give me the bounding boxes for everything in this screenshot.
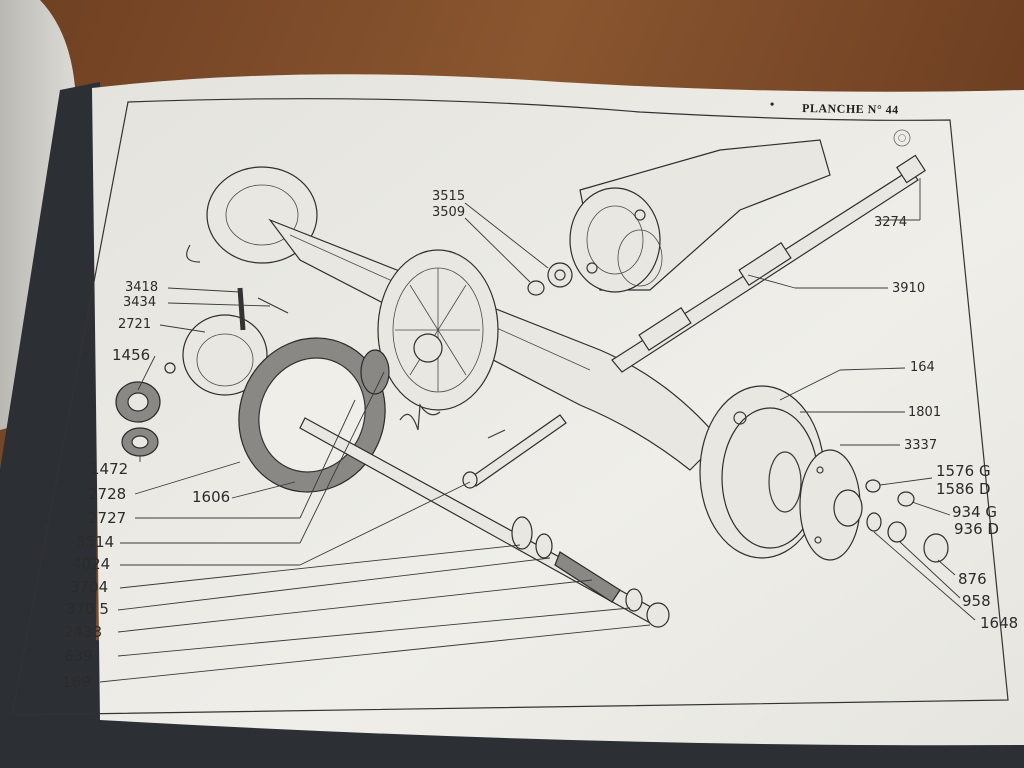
propeller-shaft [611, 154, 926, 373]
label-1472: 1472 [90, 460, 128, 478]
label-3274: 3274 [874, 215, 907, 230]
label-4024: 4024 [72, 555, 110, 573]
half-shaft [299, 417, 670, 628]
label-936: 936 D [954, 520, 999, 538]
differential-case [164, 287, 289, 396]
label-1576: 1576 G [936, 462, 991, 480]
label-2433: 2433 [64, 623, 102, 641]
pinion-shaft [462, 414, 567, 489]
torque-tube-housing [569, 139, 831, 293]
bearing-washer [527, 262, 573, 296]
label-2721: 2721 [118, 317, 151, 332]
label-1801: 1801 [908, 405, 941, 420]
label-3705: 370 5 [66, 600, 109, 618]
label-2728: 2728 [88, 485, 126, 503]
wheel-hub [799, 449, 863, 561]
hub-fasteners [865, 479, 949, 563]
draftsman-signature [399, 403, 441, 431]
spider-gears [115, 381, 161, 457]
label-639: 639 [64, 647, 93, 665]
label-958: 958 [962, 592, 991, 610]
label-1586: 1586 D [936, 480, 991, 498]
label-3418: 3418 [125, 280, 158, 295]
part-labels: 3418 3434 2721 1456 1472 2728 2727 1606 … [62, 189, 1018, 691]
label-1648: 1648 [980, 614, 1018, 632]
brake-drum [699, 385, 825, 559]
label-1606: 1606 [192, 488, 230, 506]
label-3910: 3910 [892, 281, 925, 296]
label-2727: 2727 [88, 509, 126, 527]
label-1456: 1456 [112, 346, 150, 364]
label-169: 169 [62, 673, 91, 691]
label-876: 876 [958, 570, 987, 588]
label-3515: 3515 [432, 189, 465, 204]
label-3509: 3509 [432, 205, 465, 220]
label-3434: 3434 [123, 295, 156, 310]
label-3704: 3704 [70, 578, 108, 596]
label-164: 164 [910, 360, 935, 375]
banjo-housing [377, 249, 499, 411]
plate-title: PLANCHE N° 44 [802, 101, 899, 117]
label-934: 934 G [952, 503, 997, 521]
seal-mark-icon [893, 129, 911, 147]
leader-lines [99, 178, 976, 683]
label-3337: 3337 [904, 438, 937, 453]
page-bullet: • [770, 97, 775, 111]
label-3514: 3514 [76, 533, 114, 551]
exploded-axle-drawing [115, 139, 949, 628]
